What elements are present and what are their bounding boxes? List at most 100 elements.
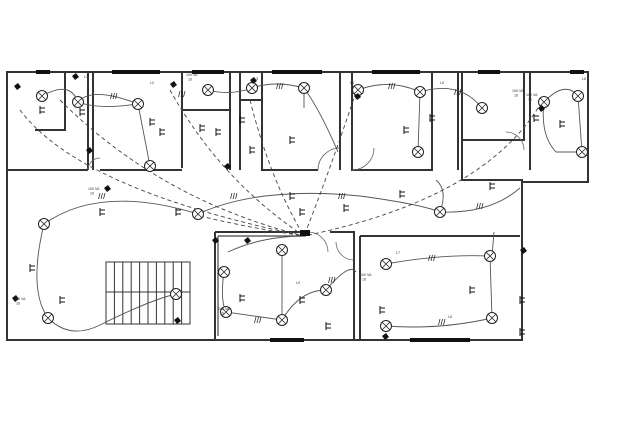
lamp-cross — [413, 147, 423, 157]
windows — [36, 70, 584, 342]
circuit-tag: L6 — [582, 77, 586, 81]
wall-switch-icon — [174, 317, 181, 324]
lamp-label: 16 — [188, 78, 192, 82]
lamp-cross — [381, 321, 391, 331]
wire-tick — [183, 90, 186, 98]
outlet-icon — [403, 126, 409, 134]
lamp-cross — [299, 83, 309, 93]
wall-switch-icon — [86, 147, 93, 154]
wire-tick — [112, 92, 115, 100]
outlet-icon — [79, 108, 85, 116]
lamp-cross — [381, 259, 391, 269]
wire-tick — [481, 202, 484, 210]
wall-switch-icon — [244, 237, 251, 244]
outlet-icon — [215, 128, 221, 136]
wire-tick — [103, 192, 106, 200]
circuit-tag: L3 — [254, 77, 258, 81]
ceiling-lamp-icon — [380, 320, 392, 332]
wall-switch-icon — [250, 77, 257, 84]
wall-switch-icon — [12, 295, 19, 302]
wire-tick — [456, 88, 459, 96]
outlet-icon — [325, 322, 331, 330]
wire-tick — [428, 254, 431, 262]
outlet-icon — [249, 146, 255, 154]
wire-tick — [278, 82, 281, 90]
lamp-cross — [219, 267, 229, 277]
wall-switch-icon — [224, 163, 231, 170]
wire-tick — [259, 316, 262, 324]
wire-tick — [333, 276, 336, 284]
lamp-cross — [171, 289, 181, 299]
wire-tick — [100, 192, 103, 200]
outlet-icon — [379, 306, 385, 314]
lamp-label: 100 VA — [88, 187, 100, 191]
outlet-icon — [149, 118, 155, 126]
circuit-tag: L7 — [396, 251, 400, 255]
outlet-icon — [519, 296, 525, 304]
lamp-cross — [73, 97, 83, 107]
lamp-cross — [485, 251, 495, 261]
lamp-label: 16 — [220, 312, 224, 316]
outlets — [29, 106, 565, 336]
wire-tick — [340, 192, 343, 200]
lamp-label: 16 — [90, 192, 94, 196]
outlet-icon — [289, 192, 295, 200]
wire-tick — [393, 82, 396, 90]
ceiling-lamp-icon — [380, 258, 392, 270]
ceiling-lamp-icon — [218, 266, 230, 278]
lamp-cross — [487, 313, 497, 323]
outlet-icon — [175, 208, 181, 216]
outlet-icon — [199, 124, 205, 132]
wire-tick — [476, 202, 479, 210]
ceiling-lamps — [36, 82, 588, 332]
wire-tick — [430, 254, 433, 262]
wall-switches — [12, 73, 545, 340]
outlet-icon — [519, 328, 525, 336]
wire-tick — [232, 192, 235, 200]
wall-switch-icon — [212, 237, 219, 244]
lamp-cross — [221, 307, 231, 317]
ceiling-lamp-icon — [320, 284, 332, 296]
wire-tick — [276, 82, 279, 90]
circuit-tag: L2 — [150, 81, 154, 85]
outlet-icon — [289, 136, 295, 144]
lamp-cross — [435, 207, 445, 217]
lamp-cross — [145, 161, 155, 171]
lamp-label: 100 VA — [14, 297, 26, 301]
distribution-panel-icon — [300, 230, 310, 236]
ceiling-lamp-icon — [276, 244, 288, 256]
outlet-icon — [559, 120, 565, 128]
wire-tick — [281, 82, 284, 90]
wire-tick — [433, 254, 436, 262]
lamp-cross — [203, 85, 213, 95]
wall-switch-icon — [354, 93, 361, 100]
lamp-cross — [353, 85, 363, 95]
ceiling-lamp-icon — [202, 84, 214, 96]
circuit-tag: L8 — [448, 315, 452, 319]
lamp-cross — [133, 99, 143, 109]
wire-tick — [390, 82, 393, 90]
lamp-cross — [247, 83, 257, 93]
ceiling-lamp-icon — [276, 314, 288, 326]
ceiling-lamp-icon — [144, 160, 156, 172]
outlet-icon — [489, 182, 495, 190]
wire-tick — [388, 82, 391, 90]
lamp-cross — [193, 209, 203, 219]
lamp-cross — [37, 91, 47, 101]
outlet-icon — [399, 190, 405, 198]
lamp-cross — [43, 313, 53, 323]
outlet-icon — [343, 204, 349, 212]
building-walls — [6, 71, 589, 341]
ceiling-lamp-icon — [486, 312, 498, 324]
ceiling-lamp-icon — [36, 90, 48, 102]
outlet-icon — [59, 296, 65, 304]
lamp-label: 100 VA — [218, 307, 230, 311]
wire-tick — [440, 318, 443, 326]
wire-tick — [235, 192, 238, 200]
wire-tick — [454, 88, 457, 96]
outlet-icon — [239, 294, 245, 302]
outlet-icon — [469, 286, 475, 294]
wire-tick — [98, 192, 101, 200]
